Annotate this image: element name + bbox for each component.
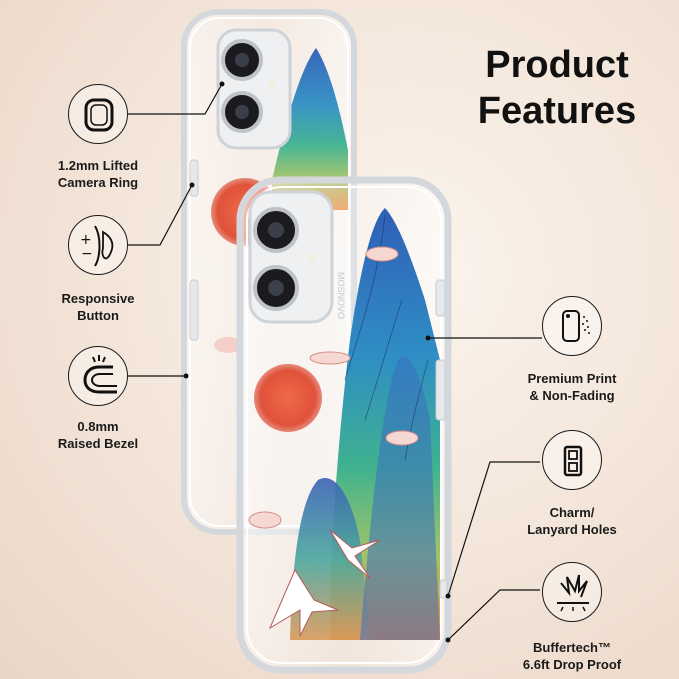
feature-responsive-button: Responsive Button [61,291,135,323]
camera-ring-callout-line [128,83,223,115]
front-phone-case: MOSNOVO [236,176,452,674]
feature-premium-print: Premium Print & Non-Fading [527,371,617,403]
camera-ring-icon [68,84,128,144]
lanyard-holes-icon [542,430,602,490]
feature-drop-proof: Buffertech™ 6.6ft Drop Proof [522,640,622,672]
drop-impact-icon [542,562,602,622]
button-callout-line [128,184,193,246]
button-press-icon: + − [68,215,128,275]
product-features-heading: Product Features [452,42,662,134]
feature-camera-ring: 1.2mm Lifted Camera Ring [57,158,139,190]
phone-spray-icon [542,296,602,356]
holes-callout-line [447,461,540,597]
heading-line-1: Product [485,44,629,86]
raised-bezel-icon [68,346,128,406]
drop-callout-line [447,589,540,641]
case-brand-text: MOSNOVO [336,272,346,319]
feature-lanyard-holes: Charm/ Lanyard Holes [527,505,617,537]
svg-text:−: − [81,246,93,262]
heading-line-2: Features [477,90,637,132]
front-sun [254,364,322,432]
svg-text:+: + [80,232,92,248]
feature-raised-bezel: 0.8mm Raised Bezel [57,419,139,451]
